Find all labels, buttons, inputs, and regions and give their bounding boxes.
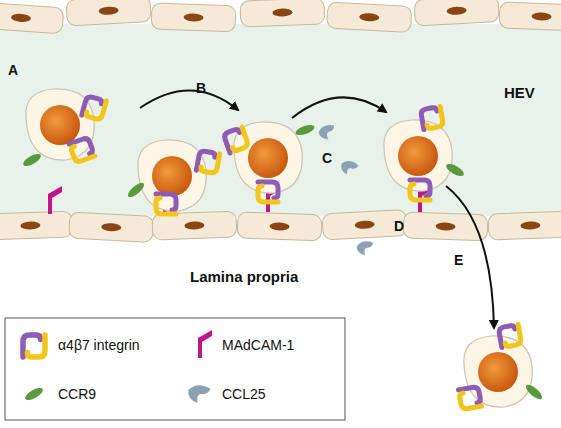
lymphocyte — [223, 122, 316, 202]
legend-text: α4β7 integrin — [58, 337, 140, 353]
legend-text: MAdCAM-1 — [222, 337, 294, 353]
lymphocyte — [126, 140, 220, 214]
region-label: HEV — [504, 84, 535, 101]
ccl25-molecules — [317, 123, 375, 257]
legend-frame — [5, 318, 345, 420]
legend-symbols — [23, 330, 212, 403]
lymphocyte — [458, 324, 544, 409]
endothelium-top — [0, 0, 561, 34]
step-letter: E — [454, 252, 463, 268]
lymphocyte — [384, 106, 466, 200]
legend-text: CCR9 — [58, 386, 96, 402]
lymphocyte — [21, 89, 106, 168]
vessel-lumen — [0, 24, 561, 216]
legend-text: CCL25 — [222, 386, 266, 402]
step-letter: A — [8, 62, 18, 78]
step-letter: B — [196, 80, 206, 96]
step-letter: D — [394, 218, 404, 234]
endothelium-bottom — [0, 210, 561, 243]
madcam-molecules — [48, 184, 432, 214]
migration-arrows — [140, 90, 494, 328]
region-label: Lamina propria — [190, 268, 298, 285]
step-letter: C — [322, 150, 332, 166]
